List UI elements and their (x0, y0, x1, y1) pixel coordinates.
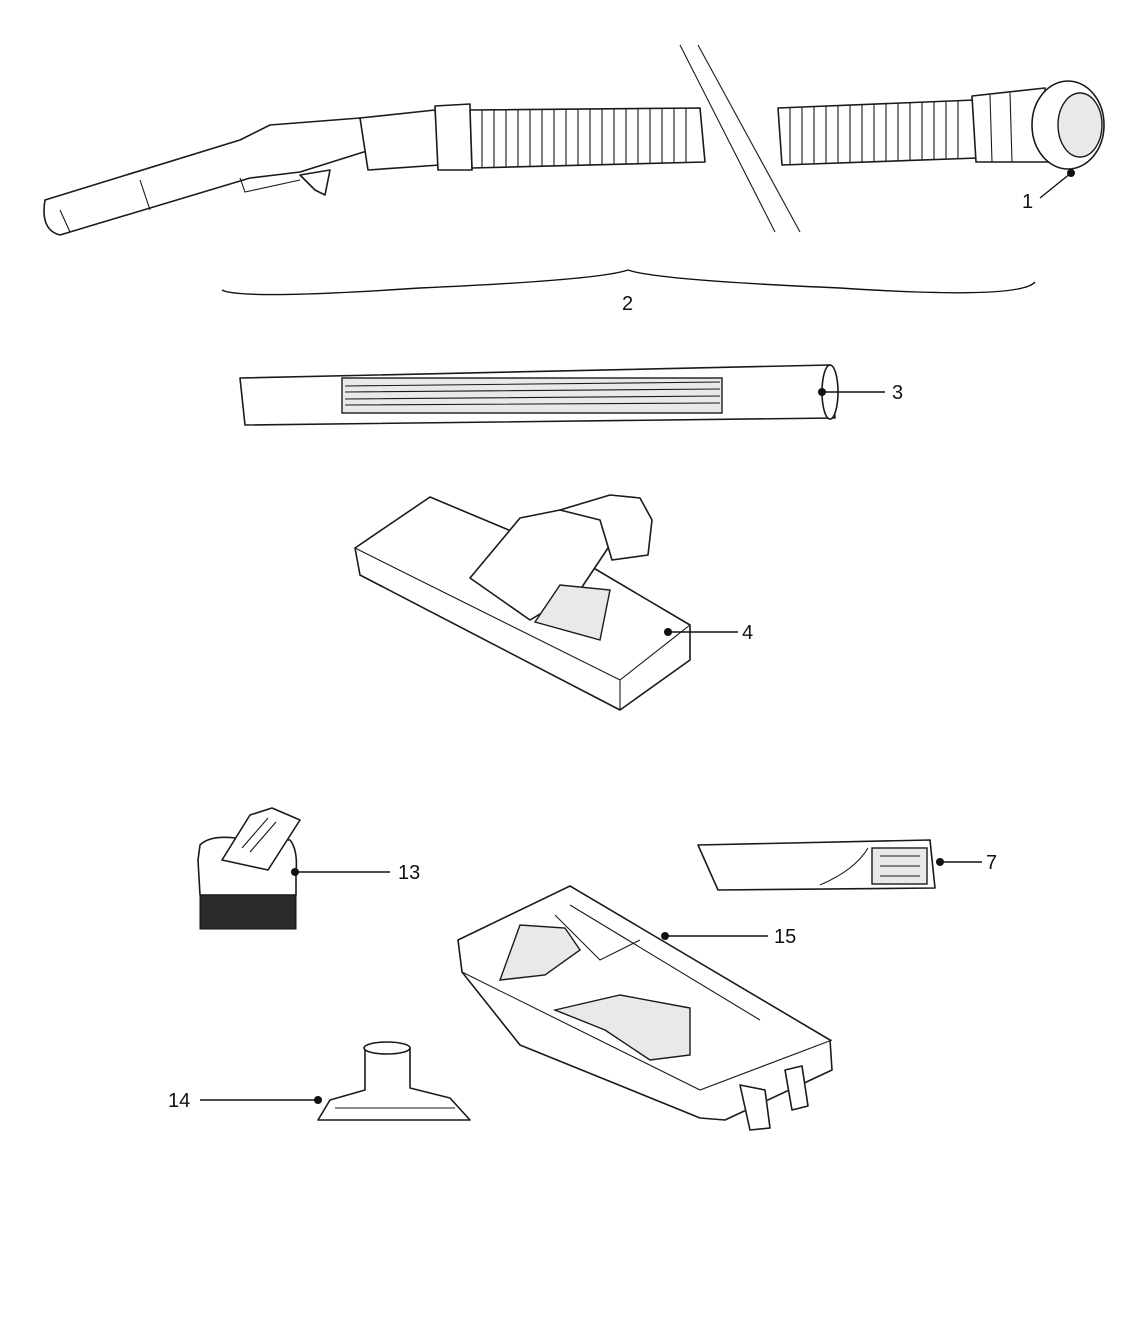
leader-3 (818, 388, 885, 396)
leader-1 (1039, 169, 1075, 199)
brace-part-2 (221, 269, 1036, 296)
callout-7: 7 (986, 852, 997, 874)
floor-nozzle (354, 494, 691, 711)
extension-wand (239, 364, 839, 426)
dusting-brush (197, 807, 301, 930)
callout-13: 13 (398, 862, 420, 884)
leader-7 (936, 858, 982, 866)
upholstery-tool (317, 1041, 471, 1121)
hose-corrugation-left (469, 107, 706, 169)
accessory-tray (457, 885, 833, 1131)
leader-14 (200, 1096, 322, 1104)
leader-15 (661, 932, 768, 940)
hose-assembly (43, 44, 1105, 236)
callout-14: 14 (168, 1090, 190, 1112)
callout-2: 2 (622, 293, 633, 315)
callout-4: 4 (742, 622, 753, 644)
callout-1: 1 (1022, 191, 1033, 213)
crevice-tool (697, 839, 936, 891)
leader-13 (291, 868, 390, 876)
hose-corrugation-right (777, 99, 979, 166)
callout-15: 15 (774, 926, 796, 948)
callout-3: 3 (892, 382, 903, 404)
leader-4 (664, 628, 738, 636)
